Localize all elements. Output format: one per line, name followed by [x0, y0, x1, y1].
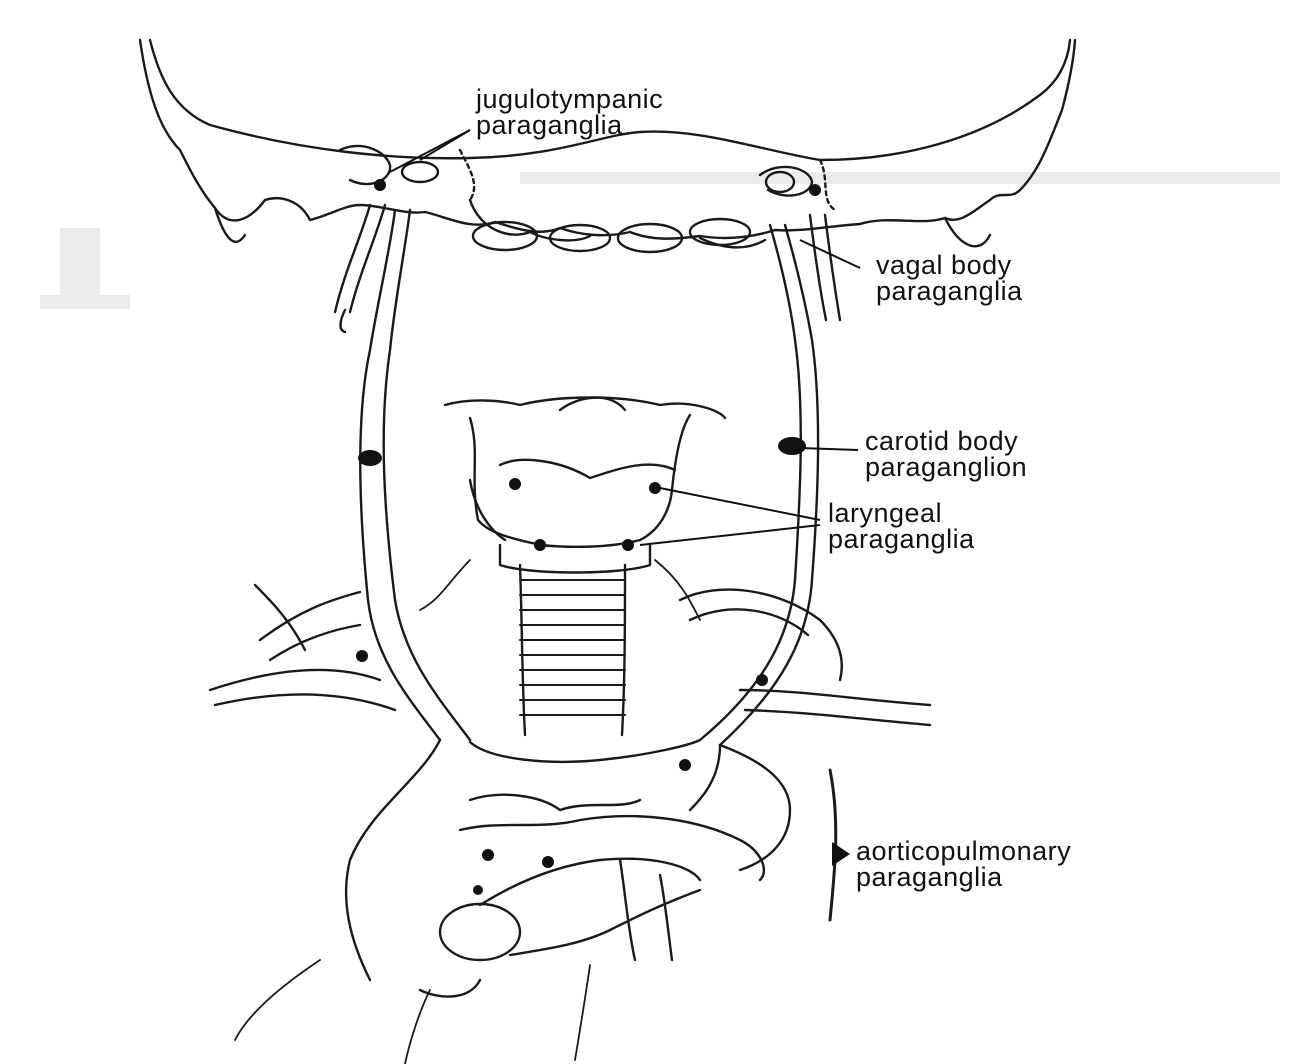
label-line: paraganglia — [828, 526, 975, 552]
jugular-and-vagus-left — [335, 205, 470, 740]
label-line: vagal body — [876, 252, 1023, 278]
label-line: paraganglia — [856, 864, 1071, 890]
laryngeal-leader-2 — [640, 525, 820, 545]
label-line: aorticopulmonary — [856, 838, 1071, 864]
skull-base — [140, 40, 1075, 252]
jugulotympanic-dot-left — [374, 179, 386, 191]
aorticopulmonary-arrow — [832, 842, 850, 866]
vagal-leader — [800, 240, 860, 268]
paraganglia-markers — [356, 179, 850, 895]
label-line: laryngeal — [828, 500, 975, 526]
laryngeal-dot-2 — [649, 482, 661, 494]
aortic-dot-2 — [482, 849, 494, 861]
label-vagal-body-paraganglia: vagal body paraganglia — [876, 252, 1023, 304]
left-subclavian-branches — [210, 585, 395, 710]
right-subclavian-branches — [680, 590, 930, 725]
label-laryngeal-paraganglia: laryngeal paraganglia — [828, 500, 975, 552]
aortic-dot-1 — [679, 759, 691, 771]
pulmonary-trunk — [420, 859, 700, 997]
label-line: carotid body — [865, 428, 1027, 454]
laryngeal-leader-1 — [660, 488, 820, 520]
larynx — [445, 398, 725, 573]
jugulotympanic-leader-2 — [420, 130, 470, 160]
carotid-body-left — [358, 450, 382, 466]
label-line: jugulotympanic — [476, 86, 663, 112]
leader-lines — [390, 130, 860, 545]
label-aorticopulmonary-paraganglia: aorticopulmonary paraganglia — [856, 838, 1071, 890]
laryngeal-dot-3 — [534, 539, 546, 551]
nerve-fibers — [235, 560, 836, 1064]
laryngeal-dot-4 — [622, 539, 634, 551]
label-carotid-body-paraganglion: carotid body paraganglion — [865, 428, 1027, 480]
laryngeal-dot-1 — [509, 478, 521, 490]
label-line: paraganglia — [476, 112, 663, 138]
label-line: paraganglion — [865, 454, 1027, 480]
subclavian-dot-right — [756, 674, 768, 686]
aortic-dot-3 — [542, 856, 554, 868]
subclavian-dot-left — [356, 650, 368, 662]
jugular-and-vagus-right — [700, 215, 840, 745]
label-line: paraganglia — [876, 278, 1023, 304]
carotid-leader — [800, 448, 858, 450]
carotid-body-right — [778, 437, 806, 455]
bleed-through-background — [40, 172, 1280, 309]
aortic-dot-4 — [473, 885, 483, 895]
label-jugulotympanic-paraganglia: jugulotympanic paraganglia — [476, 86, 663, 138]
jugulotympanic-dot-right — [809, 184, 821, 196]
trachea — [520, 565, 625, 735]
